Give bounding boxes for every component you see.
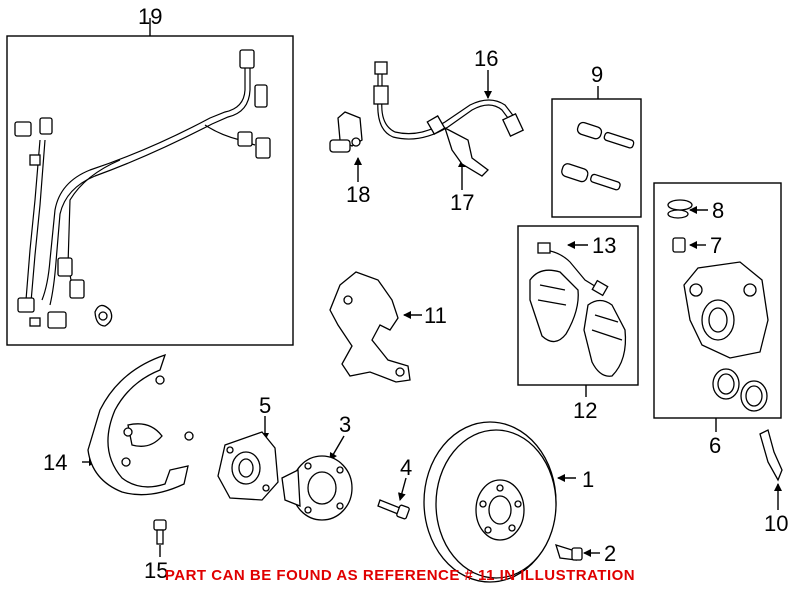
callout-17: 17: [450, 190, 474, 215]
wheel-bolt-group: [555, 544, 600, 561]
brake-pad-box: [517, 225, 639, 386]
caliper-box: [653, 182, 782, 419]
anti-rattle-clip-group: [759, 429, 783, 510]
caliper-group: [653, 182, 782, 432]
callout-9: 9: [591, 62, 603, 87]
splash-shield-group: [82, 353, 194, 496]
harness-group: [6, 18, 294, 346]
callout-2: 2: [604, 541, 616, 566]
callout-16: 16: [474, 46, 498, 71]
speed-sensor-group: [329, 111, 363, 182]
callout-4: 4: [400, 455, 412, 480]
callout-15: 15: [144, 558, 168, 583]
callout-7: 7: [710, 233, 722, 258]
guide-pin-box: [551, 98, 642, 218]
hose-bracket-group: [443, 126, 489, 190]
callout-12: 12: [573, 398, 597, 423]
wheel-bearing-group: [281, 435, 353, 521]
caliper-bracket-group: [329, 271, 422, 383]
guide-pin-group: [551, 86, 642, 218]
callout-1: 1: [582, 467, 594, 492]
hub-bolt-group: [377, 477, 410, 520]
wheel-hub-group: [217, 416, 279, 501]
brake-hose-group: [373, 61, 525, 140]
shield-bolt-group: [153, 519, 167, 557]
harness-illustration: [14, 49, 271, 329]
callout-5: 5: [259, 393, 271, 418]
callout-18: 18: [346, 182, 370, 207]
callout-11: 11: [424, 303, 447, 328]
reference-note: PART CAN BE FOUND AS REFERENCE # 11 IN I…: [165, 567, 635, 584]
callout-14: 14: [43, 450, 67, 475]
callout-3: 3: [339, 412, 351, 437]
callout-13: 13: [592, 233, 616, 258]
brake-rotor-group: [423, 421, 576, 583]
callout-10: 10: [764, 511, 788, 536]
callout-19: 19: [138, 4, 162, 29]
callout-6: 6: [709, 433, 721, 458]
callout-8: 8: [712, 198, 724, 223]
brake-pad-group: [517, 225, 639, 397]
